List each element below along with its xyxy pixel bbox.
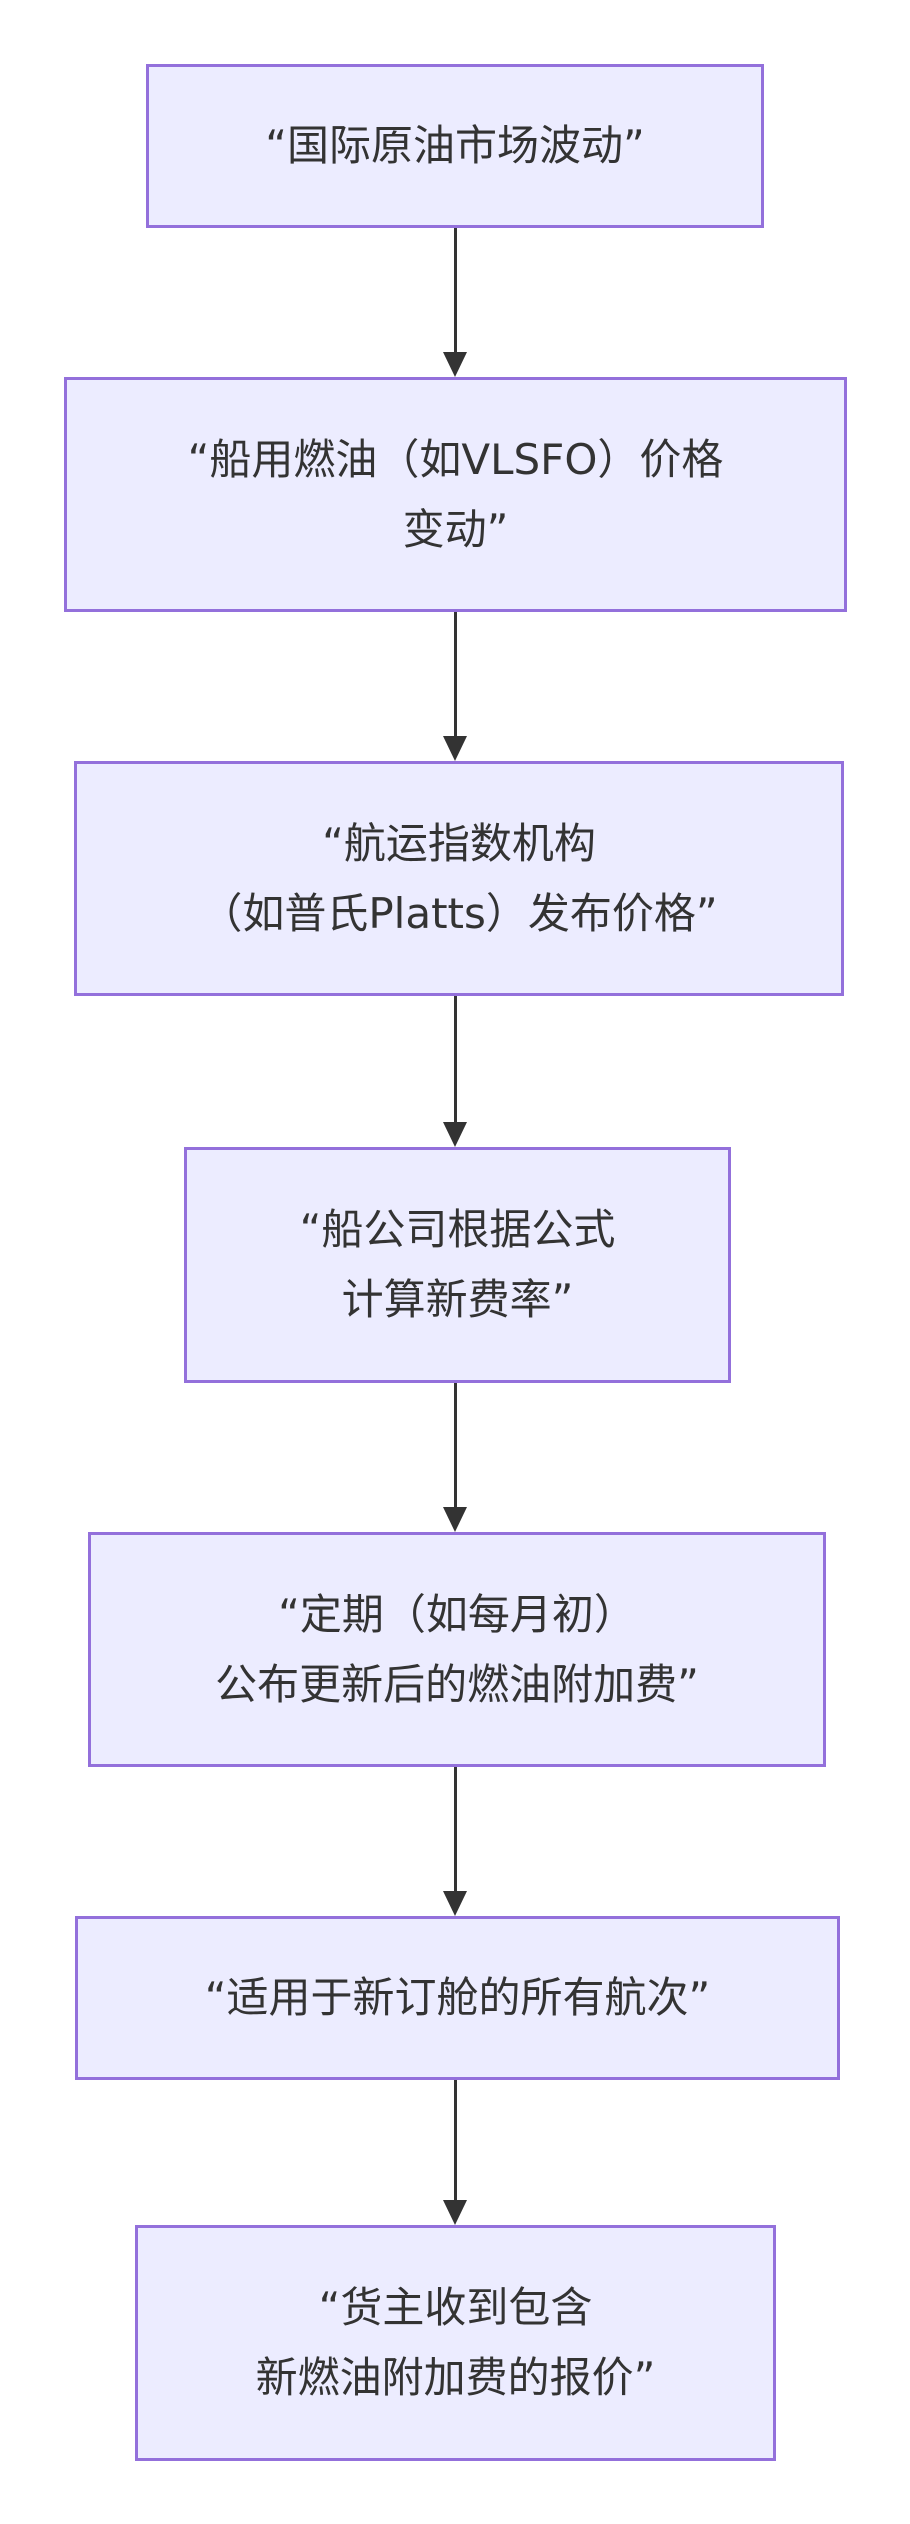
node-label: “定期（如每月初） 公布更新后的燃油附加费” — [215, 1589, 699, 1709]
edge-n6-n7-arrow-icon — [443, 2200, 467, 2225]
node-index-agency-publishes-price: “航运指数机构 （如普氏Platts）发布价格” — [74, 761, 844, 996]
edge-n1-n2-arrow-icon — [443, 352, 467, 377]
node-label: “货主收到包含 新燃油附加费的报价” — [255, 2283, 656, 2402]
node-bunker-fuel-price-change: “船用燃油（如VLSFO）价格 变动” — [64, 377, 847, 612]
node-label: “国际原油市场波动” — [265, 121, 645, 170]
edge-n1-n2-line — [454, 228, 457, 352]
edge-n3-n4-arrow-icon — [443, 1122, 467, 1147]
edge-n4-n5-line — [454, 1383, 457, 1507]
node-carrier-calculates-rate: “船公司根据公式 计算新费率” — [184, 1147, 731, 1383]
edge-n3-n4-line — [454, 996, 457, 1122]
edge-n2-n3-arrow-icon — [443, 736, 467, 761]
edge-n2-n3-line — [454, 612, 457, 736]
node-label: “适用于新订舱的所有航次” — [204, 1973, 711, 2022]
node-applies-to-new-bookings: “适用于新订舱的所有航次” — [75, 1916, 840, 2080]
node-label: “船公司根据公式 计算新费率” — [299, 1205, 616, 1324]
node-label: “船用燃油（如VLSFO）价格 变动” — [187, 434, 724, 554]
node-crude-oil-market-fluctuation: “国际原油市场波动” — [146, 64, 764, 228]
edge-n5-n6-arrow-icon — [443, 1891, 467, 1916]
edge-n5-n6-line — [454, 1767, 457, 1891]
node-periodic-surcharge-publication: “定期（如每月初） 公布更新后的燃油附加费” — [88, 1532, 826, 1767]
node-label: “航运指数机构 （如普氏Platts）发布价格” — [200, 818, 718, 938]
edge-n4-n5-arrow-icon — [443, 1507, 467, 1532]
edge-n6-n7-line — [454, 2080, 457, 2200]
node-shipper-receives-quote: “货主收到包含 新燃油附加费的报价” — [135, 2225, 776, 2461]
